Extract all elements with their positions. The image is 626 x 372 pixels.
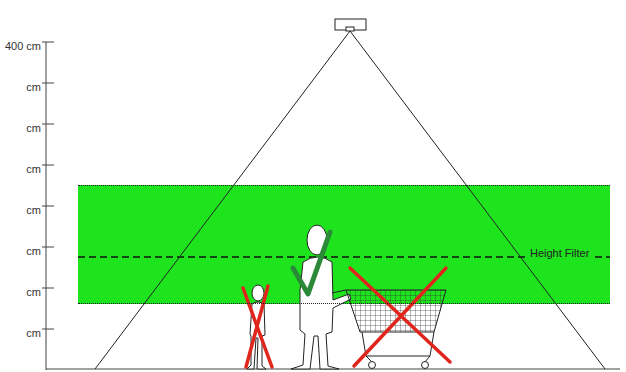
filter-label: Height Filter <box>528 247 591 259</box>
axis-label: cm <box>26 282 41 300</box>
axis-label-text: cm <box>26 122 41 135</box>
axis-label-text: cm <box>26 245 41 258</box>
axis-label-text: cm <box>26 204 41 217</box>
axis-label-text: cm <box>26 81 41 94</box>
red-cross <box>243 286 272 367</box>
height-filter-band: Height Filter <box>78 185 610 304</box>
axis-label: cm <box>26 200 41 218</box>
axis-label: cm <box>26 118 41 136</box>
height-axis <box>42 42 620 370</box>
sensor-cone <box>95 31 605 369</box>
adult-figure <box>291 225 351 369</box>
sensor <box>335 19 366 31</box>
axis-label-text: cm <box>26 327 41 340</box>
axis-label: cm <box>26 159 41 177</box>
axis-label-text: cm <box>26 163 41 176</box>
axis-label: cm <box>26 77 41 95</box>
axis-label-text: 400 cm <box>5 40 41 53</box>
axis-label: cm <box>26 241 41 259</box>
red-cross <box>350 268 450 366</box>
axis-label: 400 cm <box>5 36 41 54</box>
green-check <box>293 232 330 294</box>
axis-label-text: cm <box>26 286 41 299</box>
axis-label: cm <box>26 323 41 341</box>
